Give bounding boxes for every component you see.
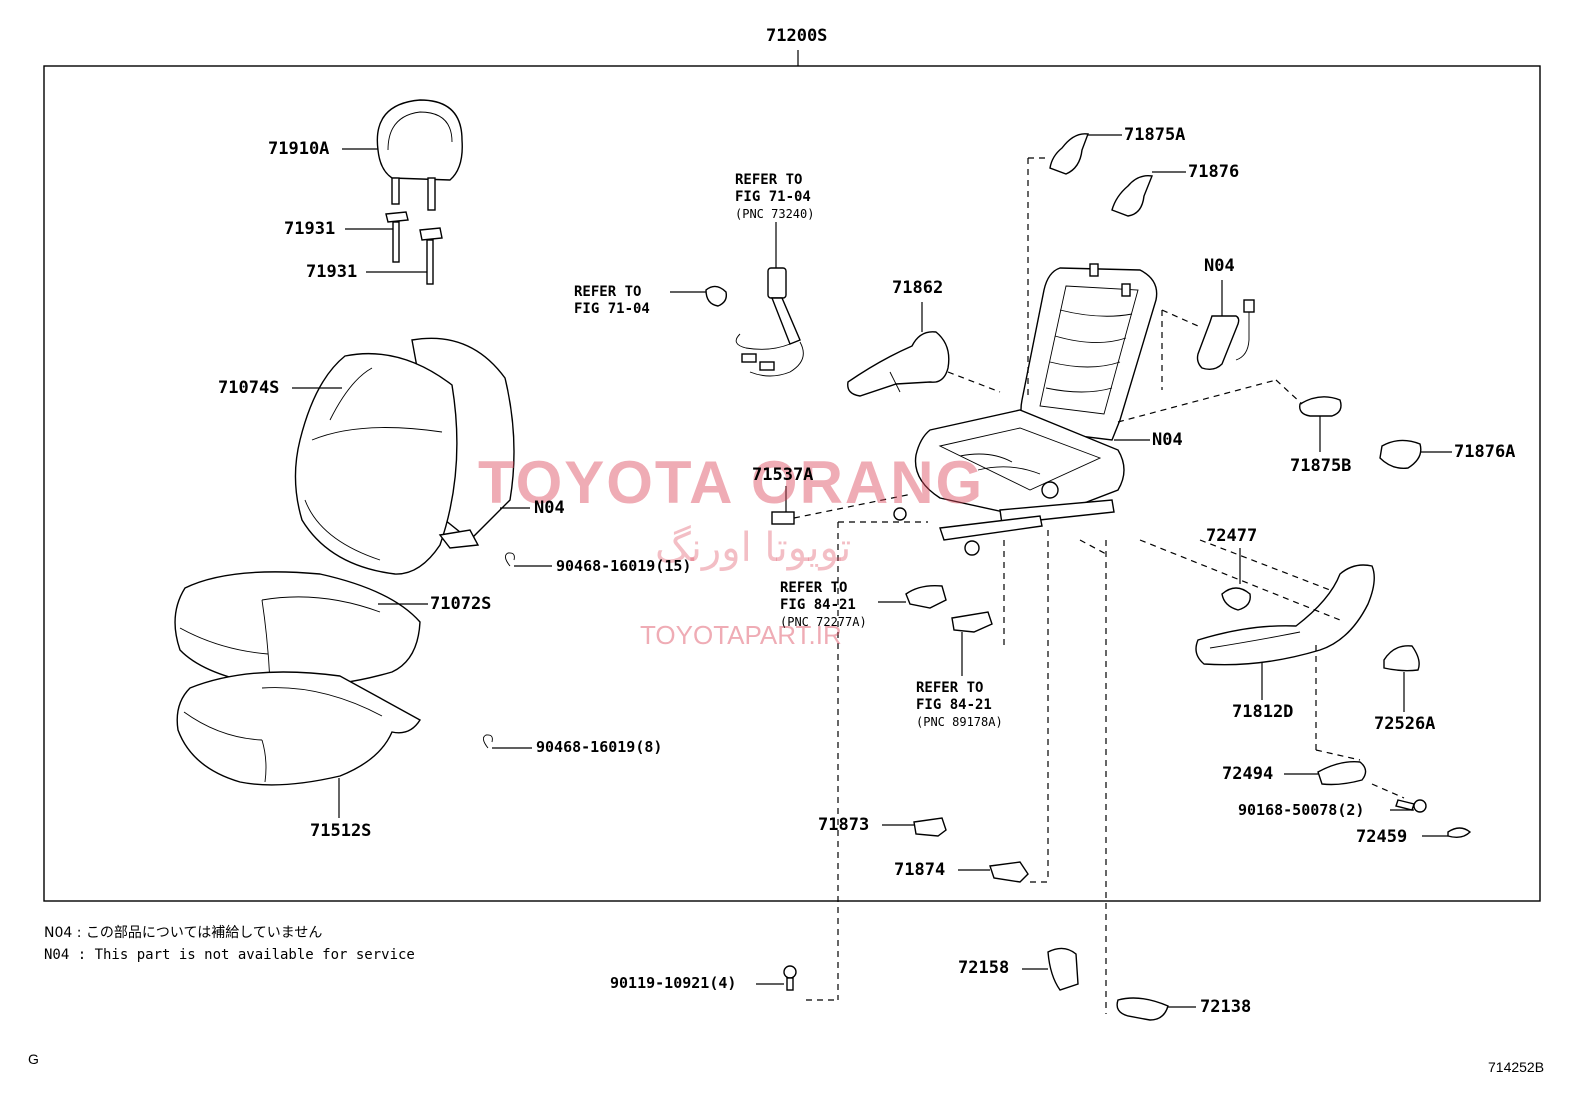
refer-line2: FIG 84-21 xyxy=(916,697,992,713)
bracket-drawing xyxy=(1049,133,1153,217)
label-71072S[interactable]: 71072S xyxy=(430,594,492,614)
cushion-pad-drawing xyxy=(176,671,421,786)
label-72138[interactable]: 72138 xyxy=(1200,997,1252,1017)
label-71876A[interactable]: 71876A xyxy=(1454,442,1516,462)
lever-drawing xyxy=(1317,761,1367,786)
bracket-c-drawing xyxy=(913,817,947,837)
refer-pnc: (PNC 89178A) xyxy=(916,715,1003,729)
side-module-drawing xyxy=(1196,299,1255,371)
bracket-b-drawing xyxy=(1299,396,1342,417)
label-72494[interactable]: 72494 xyxy=(1222,764,1274,784)
refer-line1: REFER TO xyxy=(916,680,984,696)
refer-line1: REFER TO xyxy=(574,284,642,300)
label-71931-a[interactable]: 71931 xyxy=(284,219,336,239)
label-71910A[interactable]: 71910A xyxy=(268,139,330,159)
label-71512S[interactable]: 71512S xyxy=(310,821,372,841)
label-71874[interactable]: 71874 xyxy=(894,860,946,880)
bolt-drawing xyxy=(783,965,797,991)
assembly-frame xyxy=(43,65,1541,902)
label-71862[interactable]: 71862 xyxy=(892,278,944,298)
headrest-drawing xyxy=(376,99,463,211)
cap-b-drawing xyxy=(1383,645,1420,672)
label-71074S[interactable]: 71074S xyxy=(218,378,280,398)
label-90468-8[interactable]: 90468-16019(8) xyxy=(536,738,663,756)
bracket-d-drawing xyxy=(989,861,1029,883)
connector-drawing xyxy=(905,584,947,609)
label-71537A[interactable]: 71537A xyxy=(752,465,814,485)
refer-line1: REFER TO xyxy=(780,580,848,596)
refer-line2: FIG 71-04 xyxy=(574,301,650,317)
figure-code: 714252B xyxy=(1488,1059,1545,1075)
label-n04-back: N04 xyxy=(534,498,565,518)
headrest-guide-drawing xyxy=(385,211,443,285)
refer-pnc: (PNC 73240) xyxy=(735,207,815,221)
label-72459[interactable]: 72459 xyxy=(1356,827,1408,847)
footer-left-mark: G xyxy=(28,1051,39,1067)
watermark-brand: TOYOTA ORANG xyxy=(478,449,985,516)
label-71931-b[interactable]: 71931 xyxy=(306,262,358,282)
refer-line1: REFER TO xyxy=(735,172,803,188)
connector-b-drawing xyxy=(951,611,993,633)
refer-to-fig-71-04-a[interactable]: REFER TO FIG 71-04 (PNC 73240) xyxy=(735,172,814,223)
bracket-e-drawing xyxy=(1047,947,1079,991)
label-72526A[interactable]: 72526A xyxy=(1374,714,1436,734)
label-90468-15[interactable]: 90468-16019(15) xyxy=(556,557,692,575)
label-72158[interactable]: 72158 xyxy=(958,958,1010,978)
belt-buckle-drawing xyxy=(705,267,804,377)
refer-to-fig-84-21-b[interactable]: REFER TO FIG 84-21 (PNC 89178A) xyxy=(916,680,1003,731)
label-72477[interactable]: 72477 xyxy=(1206,526,1258,546)
cushion-cover-drawing xyxy=(174,571,421,688)
label-n04-frame: N04 xyxy=(1152,430,1183,450)
label-71875B[interactable]: 71875B xyxy=(1290,456,1352,476)
knob-drawing xyxy=(1221,587,1251,611)
watermark-persian: تویوتا اورنگ xyxy=(655,525,852,571)
seat-frame-drawing xyxy=(893,263,1158,556)
refer-pnc: (PNC 72277A) xyxy=(780,615,867,629)
refer-line2: FIG 84-21 xyxy=(780,597,856,613)
watermark-url: TOYOTAPART.IR xyxy=(640,620,842,650)
refer-line2: FIG 71-04 xyxy=(735,189,811,205)
label-90119[interactable]: 90119-10921(4) xyxy=(610,974,737,992)
refer-to-fig-71-04-b[interactable]: REFER TO FIG 71-04 xyxy=(574,284,650,318)
recliner-cover-drawing xyxy=(847,331,950,397)
side-shield-drawing xyxy=(1195,564,1375,666)
label-71876[interactable]: 71876 xyxy=(1188,162,1240,182)
seatback-cover-drawing xyxy=(294,337,515,575)
label-71875A[interactable]: 71875A xyxy=(1124,125,1186,145)
label-n04-pad: N04 xyxy=(1204,256,1235,276)
note-japanese: N04 : この部品については補給していません xyxy=(44,925,323,941)
bracket-f-drawing xyxy=(1116,997,1169,1021)
refer-to-fig-84-21-a[interactable]: REFER TO FIG 84-21 (PNC 72277A) xyxy=(780,580,867,631)
label-assembly: 71200S xyxy=(766,26,828,46)
label-71873[interactable]: 71873 xyxy=(818,815,870,835)
label-71812D[interactable]: 71812D xyxy=(1232,702,1294,722)
note-english: N04 : This part is not available for ser… xyxy=(44,947,415,963)
cap-c-drawing xyxy=(1447,827,1472,839)
label-90168[interactable]: 90168-50078(2) xyxy=(1238,801,1365,819)
cover-drawing xyxy=(1379,439,1422,469)
